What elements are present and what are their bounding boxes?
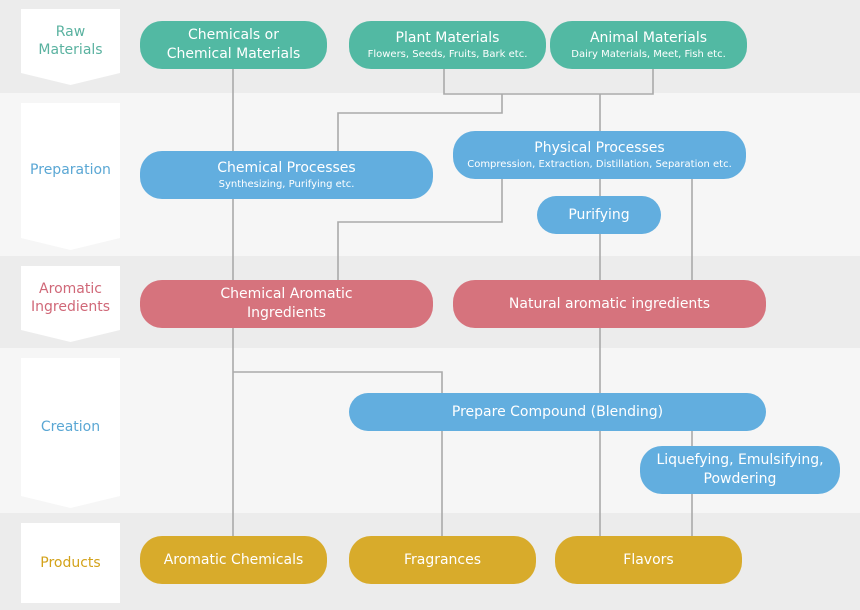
node-animal-materials: Animal Materials Dairy Materials, Meet, …: [550, 21, 747, 69]
node-aromatic-chemicals: Aromatic Chemicals: [140, 536, 327, 584]
stage-preparation: Preparation: [21, 103, 120, 250]
node-purifying-title: Purifying: [568, 206, 630, 223]
node-natural-aromatic-title: Natural aromatic ingredients: [508, 295, 711, 312]
stage-creation: Creation: [21, 358, 120, 508]
stage-label-aromatic-ingredients: Aromatic Ingredients: [31, 280, 110, 315]
stage-products: Products: [21, 523, 120, 603]
stage-label-products: Products: [40, 554, 101, 571]
node-liquefying-title: Liquefying, Emulsifying, Powdering: [656, 452, 824, 487]
node-natural-aromatic-ingredients: Natural aromatic ingredients: [453, 280, 766, 328]
stage-label-preparation: Preparation: [30, 162, 111, 179]
node-liquefying: Liquefying, Emulsifying, Powdering: [640, 446, 840, 494]
node-fragrances: Fragrances: [349, 536, 536, 584]
connector-raw-to-chemical-processes: [337, 94, 503, 175]
node-purifying: Purifying: [537, 196, 661, 234]
stage-raw-materials: Raw Materials: [21, 9, 120, 85]
connector-aromatic-to-fragrances: [233, 371, 443, 560]
node-chemical-aromatic-title: Chemical Aromatic Ingredients: [220, 286, 353, 321]
node-plant-materials: Plant Materials Flowers, Seeds, Fruits, …: [349, 21, 546, 69]
node-chemical-processes-title: Chemical Processes: [217, 159, 356, 176]
node-chemicals: Chemicals or Chemical Materials: [140, 21, 327, 69]
stage-label-creation: Creation: [40, 418, 101, 435]
node-physical-processes-title: Physical Processes: [534, 139, 665, 156]
node-flavors: Flavors: [555, 536, 742, 584]
node-plant-materials-title: Plant Materials: [395, 29, 500, 46]
connector-physical-to-chemical-aromatic: [337, 155, 503, 304]
node-chemicals-title: Chemicals or Chemical Materials: [166, 27, 301, 62]
node-chemical-aromatic-ingredients: Chemical Aromatic Ingredients: [140, 280, 433, 328]
node-chemical-processes: Chemical Processes Synthesizing, Purifyi…: [140, 151, 433, 199]
node-flavors-title: Flavors: [623, 551, 674, 568]
node-animal-materials-title: Animal Materials: [589, 29, 708, 46]
node-animal-materials-sub: Dairy Materials, Meet, Fish etc.: [571, 49, 726, 61]
node-fragrances-title: Fragrances: [403, 551, 482, 568]
stage-aromatic-ingredients: Aromatic Ingredients: [21, 266, 120, 342]
node-physical-processes-sub: Compression, Extraction, Distillation, S…: [467, 159, 732, 171]
node-prepare-compound: Prepare Compound (Blending): [349, 393, 766, 431]
node-chemical-processes-sub: Synthesizing, Purifying etc.: [218, 179, 355, 191]
node-physical-processes: Physical Processes Compression, Extracti…: [453, 131, 746, 179]
node-prepare-compound-title: Prepare Compound (Blending): [451, 403, 664, 420]
node-plant-materials-sub: Flowers, Seeds, Fruits, Bark etc.: [367, 49, 528, 61]
connector-plant-animal-join: [443, 44, 654, 95]
stage-label-raw-materials: Raw Materials: [38, 23, 103, 58]
node-aromatic-chemicals-title: Aromatic Chemicals: [163, 551, 304, 568]
